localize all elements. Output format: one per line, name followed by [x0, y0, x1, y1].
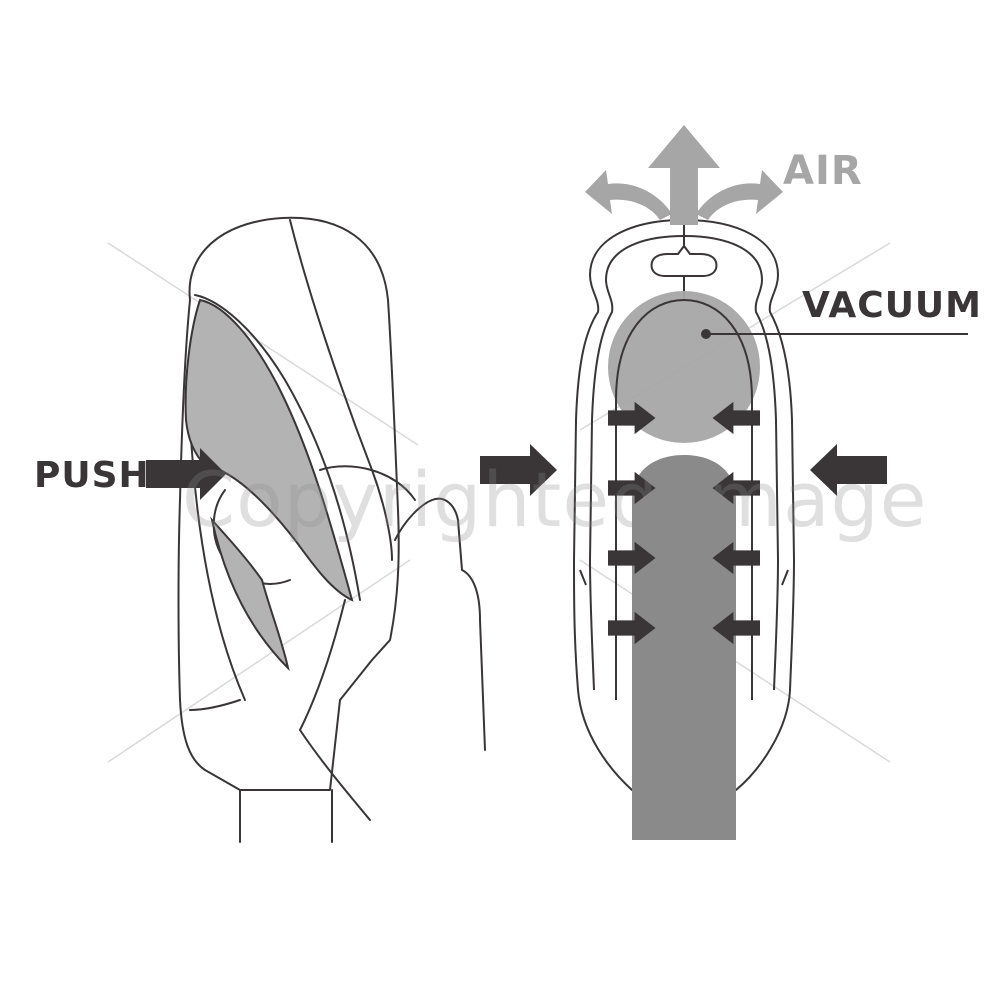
push-label: PUSH [34, 455, 150, 496]
air-arrow-up [648, 125, 720, 225]
air-label: AIR [783, 148, 863, 194]
watermark-text: Copyrighted Image [182, 455, 928, 544]
air-arrow-left [585, 170, 672, 220]
vacuum-area [608, 291, 760, 443]
shaft [632, 455, 736, 840]
press-arrow-right [810, 444, 887, 496]
sleeve-lower [210, 516, 290, 672]
press-arrow-left [480, 444, 557, 496]
push-arrow [146, 448, 226, 500]
sleeve-compressed [184, 298, 354, 602]
air-arrows [585, 125, 783, 225]
air-arrow-right [696, 170, 783, 220]
vacuum-label: VACUUM [802, 285, 982, 326]
press-arrows [480, 444, 887, 496]
